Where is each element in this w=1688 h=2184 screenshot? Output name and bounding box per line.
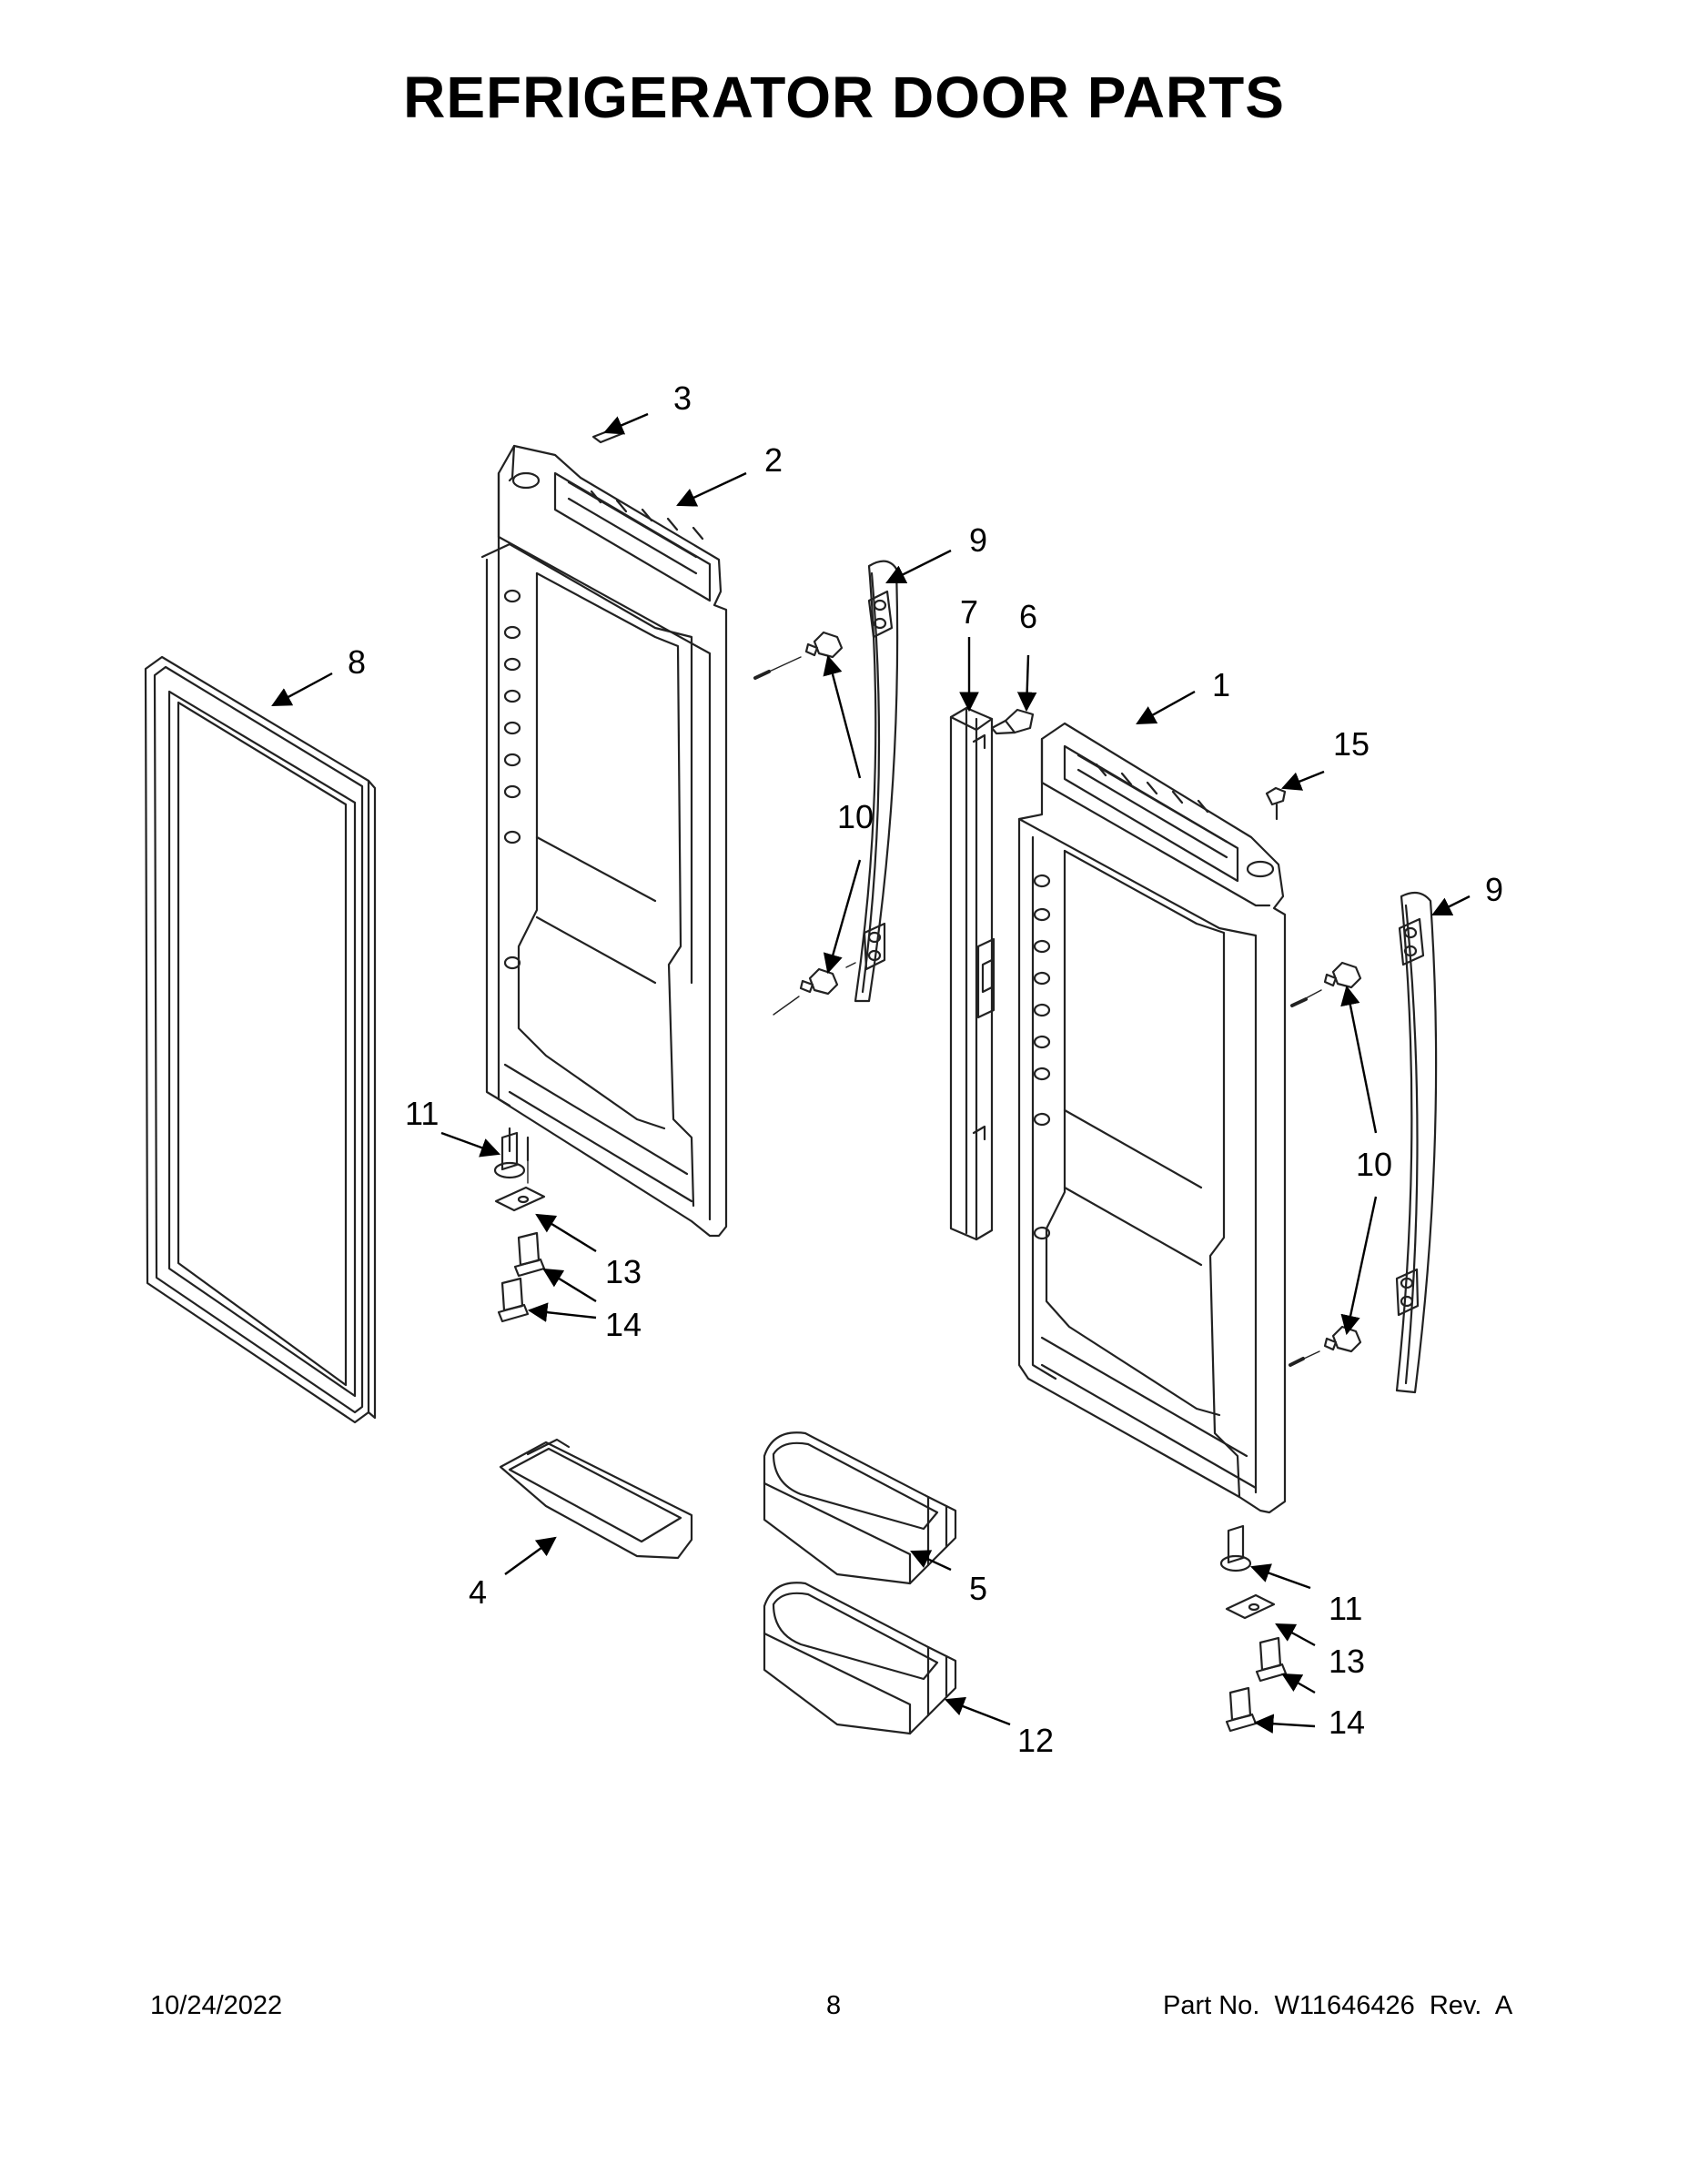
right-hinge-washer-part-13 [1227, 1595, 1274, 1618]
right-door-handle-part-9 [1397, 893, 1436, 1392]
callout-9-right: 9 [1485, 871, 1503, 908]
callout-3: 3 [673, 379, 692, 417]
left-handle-studs-part-10 [801, 632, 842, 994]
footer-date: 10/24/2022 [150, 1991, 283, 2020]
callout-11-left: 11 [405, 1095, 439, 1132]
left-hinge-washer-part-13 [496, 1188, 544, 1210]
right-hinge-screws-part-14 [1227, 1638, 1286, 1731]
callout-labels: 3 2 9 7 6 1 15 8 9 10 10 11 13 14 4 5 12… [348, 379, 1503, 1759]
callout-11-right: 11 [1329, 1590, 1362, 1627]
callout-10-left: 10 [837, 798, 874, 835]
callout-14-left: 14 [605, 1306, 642, 1343]
left-hinge-bushing-part-11 [495, 1133, 524, 1178]
callout-2: 2 [764, 441, 783, 479]
left-door-liner-part-2 [482, 446, 726, 1236]
door-gasket-part-8 [146, 657, 375, 1422]
callout-8: 8 [348, 643, 366, 681]
callout-4: 4 [469, 1573, 487, 1611]
callout-10-right: 10 [1356, 1146, 1392, 1183]
screw-part-6 [992, 710, 1033, 733]
callout-5: 5 [969, 1570, 987, 1607]
screw-part-15 [1267, 788, 1285, 819]
footer-part-number: Part No. W11646426 Rev. A [1163, 1991, 1513, 2020]
left-hinge-screws-part-14 [499, 1233, 544, 1321]
callout-1: 1 [1212, 666, 1230, 703]
callout-14-right: 14 [1329, 1704, 1365, 1741]
door-bin-part-5 [764, 1432, 955, 1583]
callout-13-left: 13 [605, 1253, 642, 1290]
right-hinge-bushing-part-11 [1221, 1526, 1250, 1571]
leader-arrows [271, 412, 1471, 1734]
right-door-liner-part-1 [1019, 723, 1285, 1512]
callout-15: 15 [1333, 725, 1370, 763]
door-shelf-part-4 [500, 1440, 692, 1558]
callout-12: 12 [1017, 1722, 1054, 1759]
callout-9-left: 9 [969, 521, 987, 559]
left-door-handle-part-9 [855, 561, 897, 1001]
page-title: REFRIGERATOR DOOR PARTS [403, 65, 1285, 130]
callout-6: 6 [1019, 598, 1037, 635]
callout-7: 7 [960, 593, 978, 631]
footer-page-number: 8 [826, 1991, 842, 2020]
mullion-part-7 [951, 708, 994, 1239]
callout-13-right: 13 [1329, 1643, 1365, 1680]
door-bin-part-12 [764, 1582, 955, 1734]
